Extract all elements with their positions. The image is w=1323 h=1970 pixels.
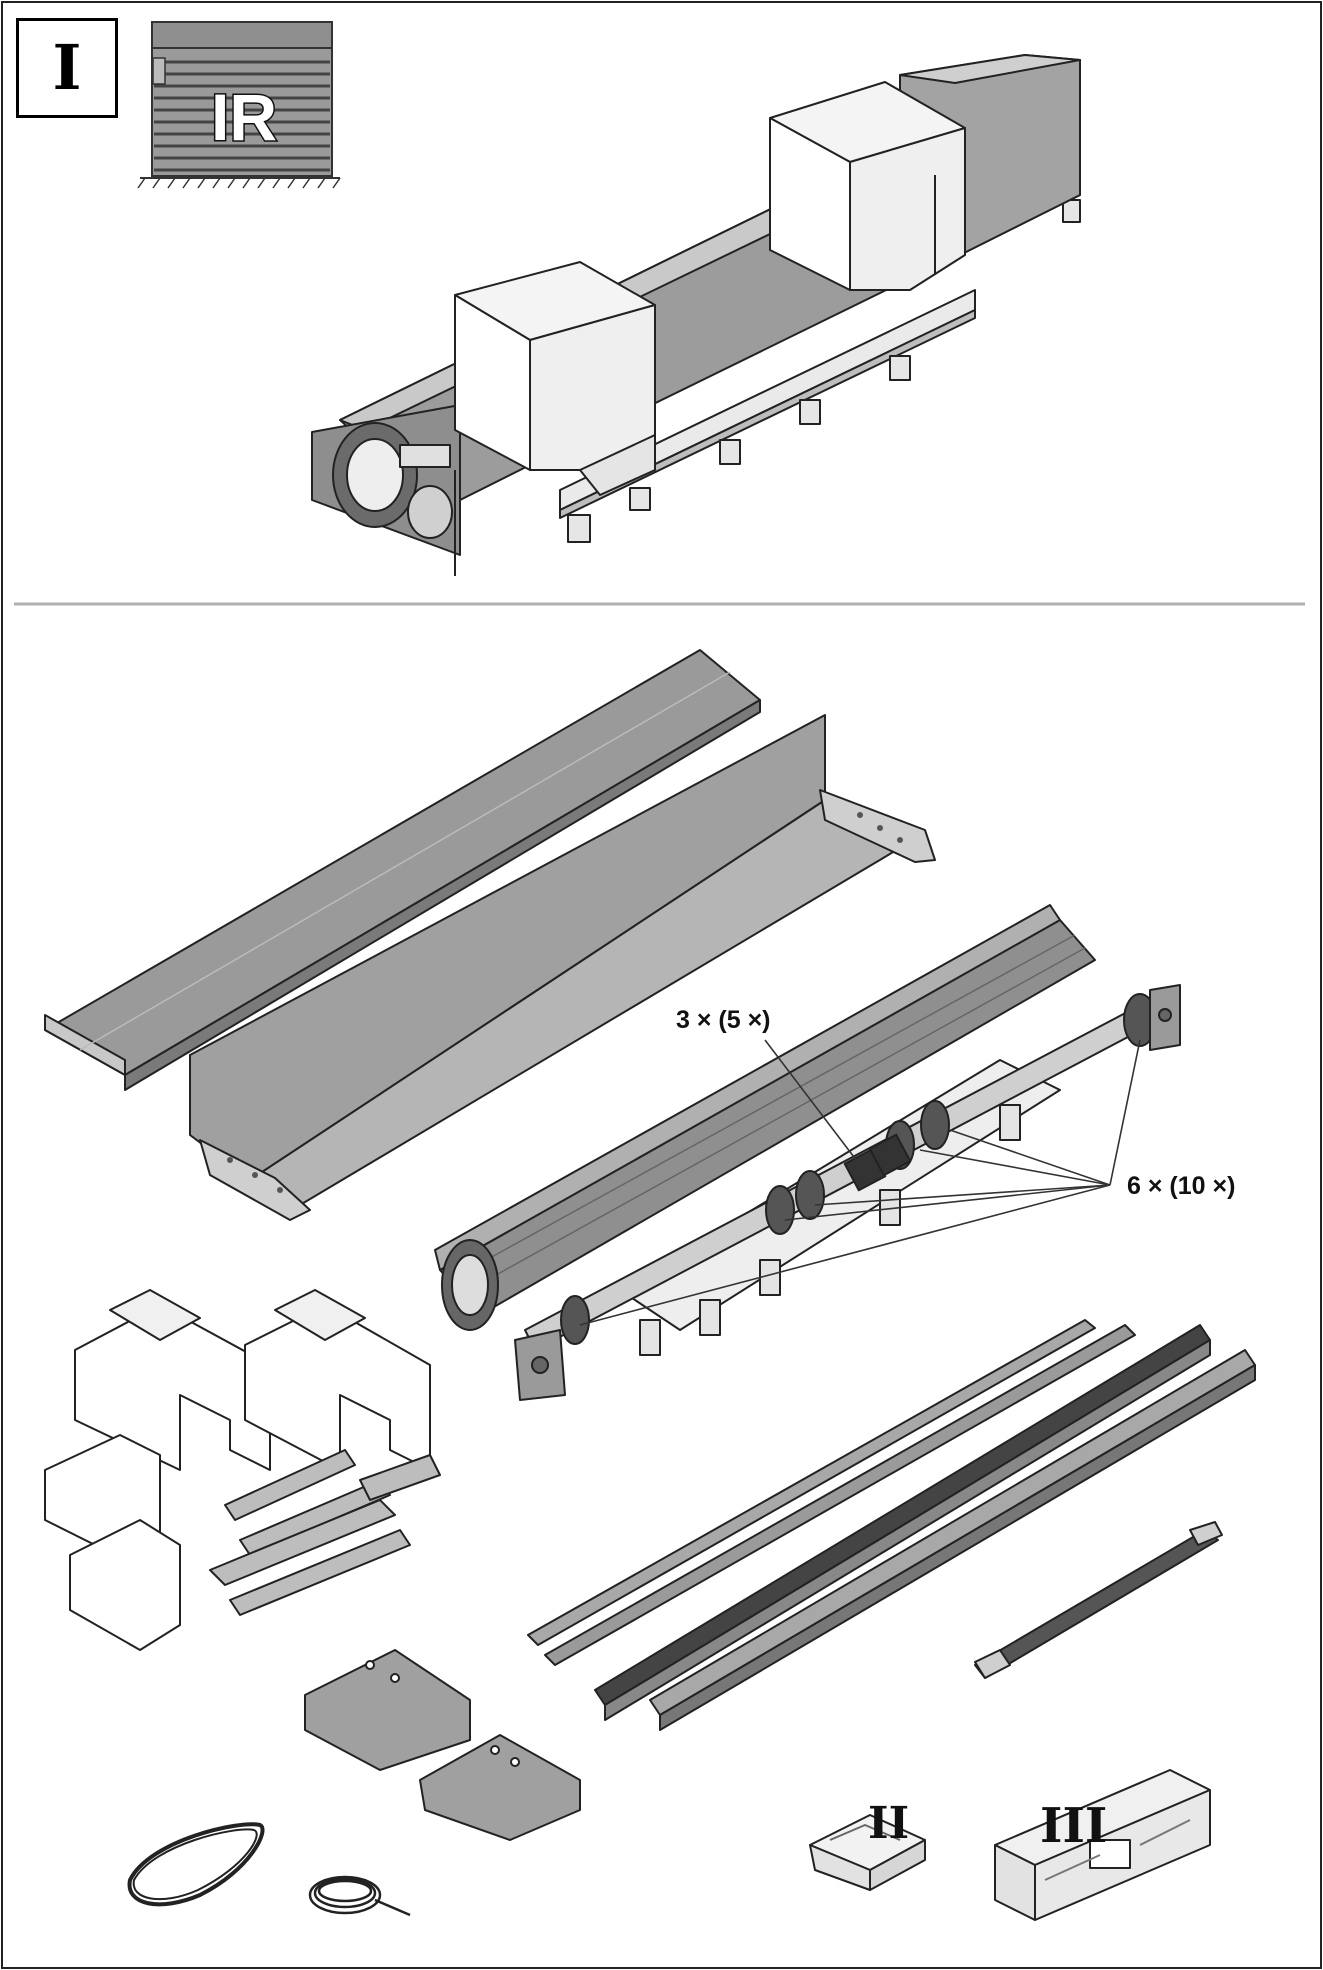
package-large	[994, 1769, 1211, 1921]
package-small	[809, 1814, 926, 1891]
drive-belt	[127, 1822, 265, 1907]
packed-crate	[311, 54, 1081, 576]
door-icon-text: IR	[211, 80, 277, 154]
side-cover-plates	[304, 1649, 581, 1841]
large-pack-label: III	[1040, 1798, 1108, 1854]
bracket-count-callout: 3 × (5 ×)	[676, 1006, 771, 1034]
roller-curtain	[434, 904, 1181, 1401]
foam-packing	[44, 1289, 431, 1651]
panel-label: I	[52, 31, 82, 104]
spring-rod	[974, 1521, 1223, 1679]
callout-leaders	[579, 1039, 1141, 1326]
wooden-spacers	[209, 1449, 441, 1616]
small-pack-label: II	[868, 1798, 910, 1849]
roller-door-icon: IR	[137, 21, 341, 189]
fascia-cover-a	[44, 649, 761, 1091]
guide-rails	[527, 1319, 1256, 1731]
panel-label-box: I	[16, 18, 118, 118]
ring-count-callout: 6 × (10 ×)	[1127, 1172, 1236, 1200]
fascia-cover-b	[189, 714, 936, 1221]
cable-coil	[308, 1875, 411, 1917]
